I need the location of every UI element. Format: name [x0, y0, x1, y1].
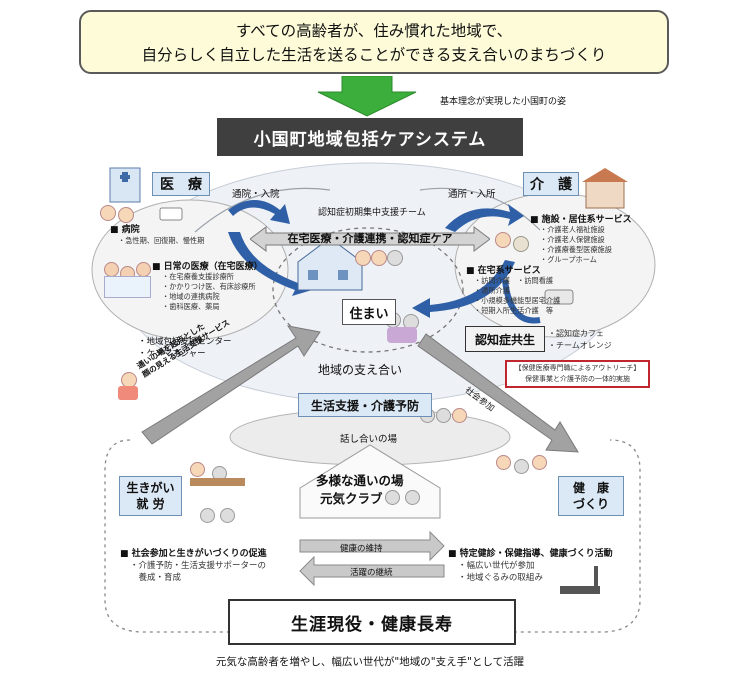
health-list: ・幅広い世代が参加 ・地域ぐるみの取組み [458, 560, 543, 584]
basic-idea-note: 基本理念が実現した小国町の姿 [440, 97, 567, 107]
health-label: 健 康 づくり [558, 476, 624, 516]
health-heading: ■ 特定健診・保健指導、健康づくり活動 [448, 549, 613, 559]
home-linkage-text: 在宅医療・介護連携・認知症ケア [287, 232, 453, 245]
footer-text: 元気な高齢者を増やし、幅広い世代が"地域の"支え手"として活躍 [215, 656, 525, 668]
ikigai-list: ・介護予防・生活支援サポーターの 養成・育成 [130, 560, 266, 584]
home-label: 住まい [342, 299, 396, 325]
medical-label: 医 療 [152, 172, 210, 196]
kayoi-box: 多様な通いの場 元気クラブ [316, 472, 404, 508]
life-support-label: 生活支援・介護予防 [298, 393, 432, 417]
health-label-line-2: づくり [572, 497, 609, 511]
linkage-double-arrow [250, 226, 490, 252]
ikigai-item: ・介護予防・生活支援サポーターの [130, 561, 267, 571]
work-illustration [190, 462, 250, 492]
health-item: ・地域ぐるみの取組み [458, 573, 543, 583]
facility-heading: ■ 施設・居住系サービス [530, 215, 632, 225]
doctors-illustration [104, 262, 164, 302]
support-center-list: ・地域包括支援センター ・ケアマネジャー [138, 336, 232, 360]
ikigai-label: 生きがい 就 労 [119, 476, 182, 516]
caregiver-illustration [495, 232, 535, 262]
facility-item: ・介護老人福祉施設 [540, 225, 605, 234]
home-service-item: ・小規模多機能型居宅介護 [474, 296, 561, 305]
health-item: ・幅広い世代が参加 [458, 561, 535, 571]
exercise-illustration [496, 455, 556, 495]
kayoi-line-1: 多様な通いの場 [316, 473, 404, 488]
facility-list: ・介護老人福祉施設 ・介護老人保健施設 ・介護療養型医療施設 ・グループホーム [540, 225, 612, 265]
home-service-list: ・訪問介護 ・訪問看護 ・通所介護 ・小規模多機能型居宅介護 ・短期入所生活介護… [474, 276, 560, 316]
visit-care-text: 通所・入所 [448, 189, 496, 200]
system-title: 小国町地域包括ケアシステム [217, 118, 523, 156]
discussion-text: 話し合いの場 [340, 434, 398, 445]
home-service-heading: ■ 在宅系サービス [466, 266, 541, 276]
daily-care-item: ・地域の連携病院 [162, 292, 220, 301]
farming-illustration [200, 508, 250, 534]
dementia-team-text: 認知症初期集中支援チーム [318, 208, 426, 218]
hospital-heading: ■ 病院 [110, 225, 140, 235]
dementia-item: ・チームオレンジ [548, 341, 612, 350]
ikigai-label-line-2: 就 労 [136, 497, 165, 511]
daily-care-item: ・在宅療養支援診療所 [162, 272, 234, 281]
dementia-list: ・認知症カフェ ・チームオレンジ [548, 328, 612, 352]
vision-line-1: すべての高齢者が、住み慣れた地域で、 [235, 22, 513, 40]
daily-care-list: ・在宅療養支援診療所 ・かかりつけ医、有床診療所 ・地域の連携病院 ・歯科医療、… [162, 272, 256, 312]
care-label: 介 護 [523, 172, 579, 196]
outreach-line-1: 【保健医療専門職によるアウトリーチ】 [514, 364, 641, 372]
ikigai-item: 養成・育成 [130, 573, 182, 583]
kayoi-line-2: 元気クラブ [320, 491, 383, 506]
family-illustration [355, 250, 410, 280]
visit-hospital-text: 通院・入院 [232, 189, 280, 200]
facility-item: ・グループホーム [540, 255, 597, 264]
walking-illustration [385, 490, 430, 518]
outreach-box: 【保健医療専門職によるアウトリーチ】 保健事業と介護予防の一体的実施 [505, 360, 650, 388]
vision-banner: すべての高齢者が、住み慣れた地域で、 自分らしく自立した生活を送ることができる支… [79, 10, 669, 74]
daily-care-heading: ■ 日常の医療（在宅医療） [152, 262, 263, 272]
support-center-item: ・地域包括支援センター [138, 337, 232, 347]
health-label-line-1: 健 康 [572, 481, 609, 495]
care-manager-illustration [118, 372, 140, 400]
daily-care-item: ・歯科医療、薬局 [162, 302, 220, 311]
facility-item: ・介護老人保健施設 [540, 235, 605, 244]
support-center-item: ・ケアマネジャー [138, 349, 206, 359]
outreach-line-2: 保健事業と介護予防の一体的実施 [525, 375, 630, 383]
hospital-items: ・急性期、回復期、慢性期 [118, 236, 205, 245]
home-service-item: ・短期入所生活介護 等 [474, 306, 554, 315]
facility-item: ・介護療養型医療施設 [540, 245, 612, 254]
down-arrow-green [317, 76, 417, 117]
vision-line-2: 自分らしく自立した生活を送ることができる支え合いのまちづくり [141, 46, 607, 64]
health-maintenance-text: 健康の維持 [340, 544, 383, 554]
home-service-item: ・通所介護 [474, 286, 510, 295]
home-service-item: ・訪問介護 ・訪問看護 [474, 276, 554, 285]
ikigai-heading: ■ 社会参加と生きがいづくりの促進 [120, 549, 267, 559]
daily-care-item: ・かかりつけ医、有床診療所 [162, 282, 256, 291]
community-support-text: 地域の支え合い [318, 363, 403, 377]
dementia-label: 認知症共生 [465, 326, 545, 352]
activity-continuation-text: 活躍の継続 [350, 568, 393, 578]
lifetime-box: 生涯現役・健康長寿 [228, 599, 516, 645]
ikigai-label-line-1: 生きがい [126, 481, 175, 495]
dementia-item: ・認知症カフェ [548, 329, 604, 338]
medical-staff-illustration [100, 205, 140, 235]
